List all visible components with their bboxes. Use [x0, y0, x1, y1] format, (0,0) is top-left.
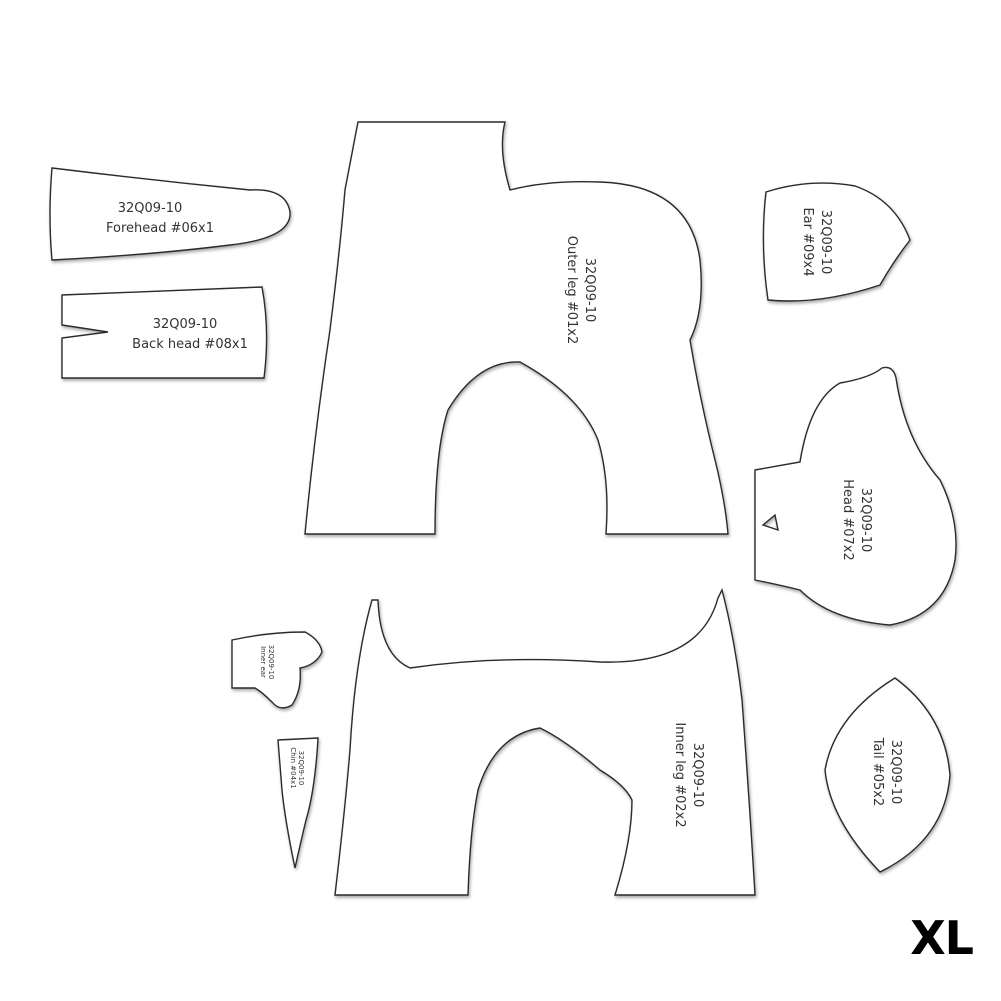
small-strip-code: 32Q09-10	[297, 751, 305, 786]
back-head-code: 32Q09-10	[153, 317, 218, 332]
forehead-piece: 32Q09-10 Forehead #06x1	[49, 167, 291, 261]
ear-piece: 32Q09-10 Ear #09x4	[762, 182, 911, 302]
tail-code: 32Q09-10	[888, 740, 903, 805]
small-hand-name: Inner ear	[259, 646, 267, 678]
small-hand-code: 32Q09-10	[267, 645, 275, 680]
small-strip-piece: 32Q09-10 Chin #04x1	[277, 737, 319, 869]
inner-leg-piece: 32Q09-10 Inner leg #02x2	[334, 588, 756, 896]
small-strip-name: Chin #04x1	[289, 747, 297, 788]
small-hand-piece: 32Q09-10 Inner ear	[231, 631, 323, 709]
outer-leg-code: 32Q09-10	[582, 258, 597, 323]
inner-leg-name: Inner leg #02x2	[672, 722, 687, 827]
forehead-code: 32Q09-10	[118, 201, 183, 216]
head-code: 32Q09-10	[858, 488, 873, 553]
ear-name: Ear #09x4	[800, 207, 815, 276]
forehead-name: Forehead #06x1	[106, 221, 214, 236]
head-name: Head #07x2	[840, 479, 855, 561]
tail-piece: 32Q09-10 Tail #05x2	[824, 677, 951, 873]
tail-name: Tail #05x2	[870, 737, 885, 807]
ear-code: 32Q09-10	[818, 210, 833, 275]
back-head-name: Back head #08x1	[132, 337, 248, 352]
back-head-piece: 32Q09-10 Back head #08x1	[61, 286, 268, 379]
inner-leg-code: 32Q09-10	[690, 743, 705, 808]
head-piece: 32Q09-10 Head #07x2	[754, 366, 957, 626]
outer-leg-piece: 32Q09-10 Outer leg #01x2	[304, 121, 729, 535]
outer-leg-name: Outer leg #01x2	[564, 236, 579, 344]
size-label: XL	[910, 911, 974, 965]
